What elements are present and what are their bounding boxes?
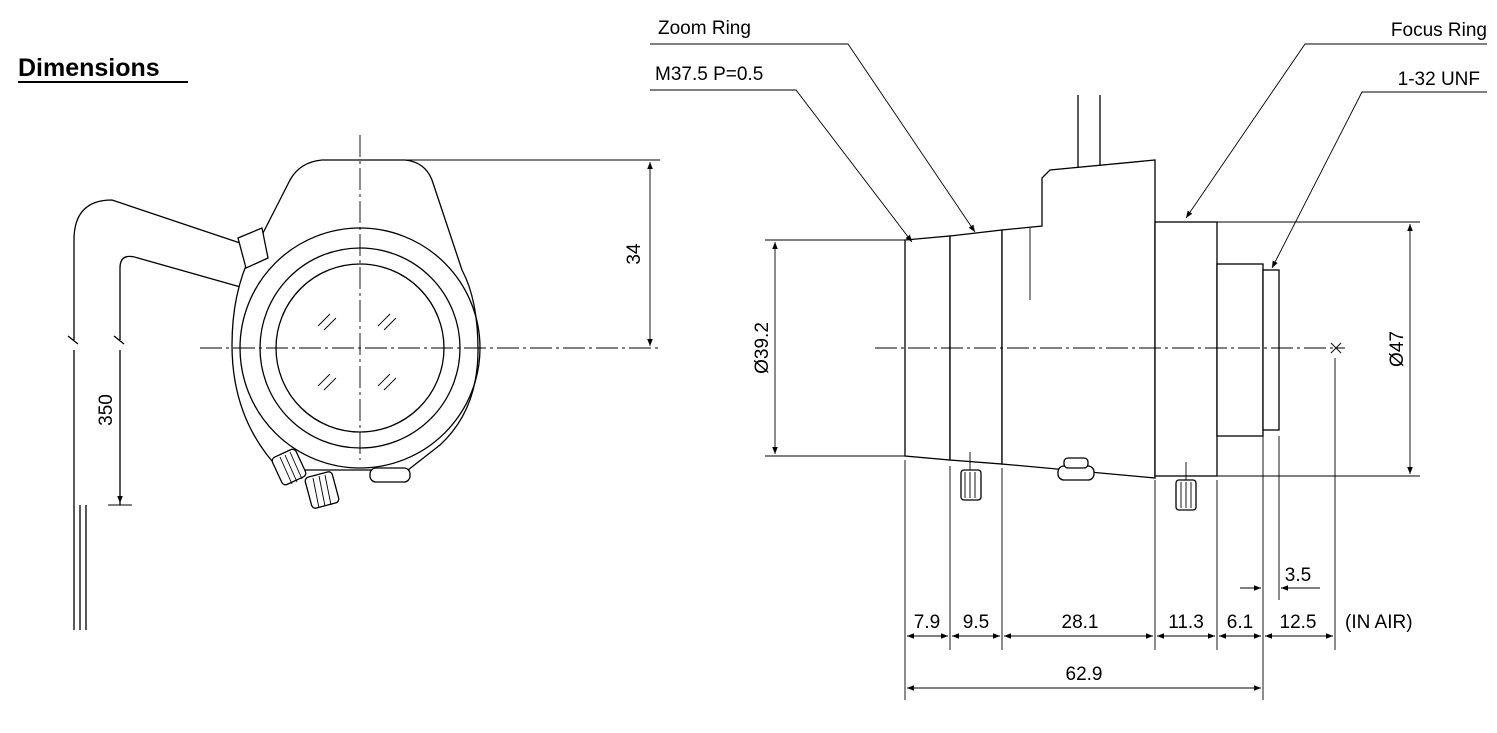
seg-label-6: 12.5 <box>1280 612 1317 633</box>
iris-plug-side <box>1057 457 1095 481</box>
thread-callout: M37.5 P=0.5 <box>655 64 763 85</box>
mount-leader <box>1271 91 1487 269</box>
dim-350-label: 350 <box>96 394 117 426</box>
seg-label-1: 7.9 <box>914 612 940 633</box>
dim-629-label: 62.9 <box>1066 664 1103 685</box>
page-title: Dimensions <box>18 54 160 82</box>
focus-knob-front <box>304 471 340 509</box>
front-view: 34 350 <box>67 135 660 630</box>
mount-block <box>1216 263 1264 437</box>
main-body <box>1001 159 1156 479</box>
cable-break <box>67 335 125 345</box>
cable-lower <box>73 350 121 630</box>
focus-knob-side <box>1175 462 1197 511</box>
length-extension-lines <box>904 358 1336 700</box>
dia-47-label: Ø47 <box>1387 331 1408 367</box>
side-view: Ø39.2 Ø47 7.9 9.5 28.1 11.3 6.1 12.5 (IN… <box>752 95 1420 700</box>
cable-gland <box>237 227 269 269</box>
side-cable <box>1077 95 1101 172</box>
lens-housing <box>231 159 479 471</box>
mount-callout: 1-32 UNF <box>1398 69 1480 90</box>
callouts: Zoom Ring M37.5 P=0.5 Focus Ring 1-32 UN… <box>650 18 1487 269</box>
dia-392-label: Ø39.2 <box>752 322 773 374</box>
thread-leader <box>650 89 913 243</box>
seg-label-5: 6.1 <box>1227 612 1253 633</box>
cable <box>73 199 247 340</box>
mount-flange <box>1262 269 1280 431</box>
seg-label-3: 28.1 <box>1062 612 1099 633</box>
zoom-knob-front <box>271 448 307 486</box>
zoom-knob-side <box>960 452 982 501</box>
glass-reflection <box>317 313 397 391</box>
focus-ring <box>1154 221 1218 477</box>
in-air-note: (IN AIR) <box>1345 612 1413 633</box>
dim-34-label: 34 <box>624 243 645 265</box>
zoom-ring-leader <box>650 43 976 233</box>
focus-ring-leader <box>1185 43 1487 219</box>
iris-plug <box>369 467 411 483</box>
zoom-ring-callout: Zoom Ring <box>658 18 751 39</box>
seg-label-2: 9.5 <box>963 612 989 633</box>
focus-ring-callout: Focus Ring <box>1391 20 1487 41</box>
dim-35-label: 3.5 <box>1285 565 1311 586</box>
focal-point-mark <box>1330 342 1342 354</box>
seg-label-4: 11.3 <box>1168 612 1204 633</box>
zoom-ring <box>949 229 1003 465</box>
